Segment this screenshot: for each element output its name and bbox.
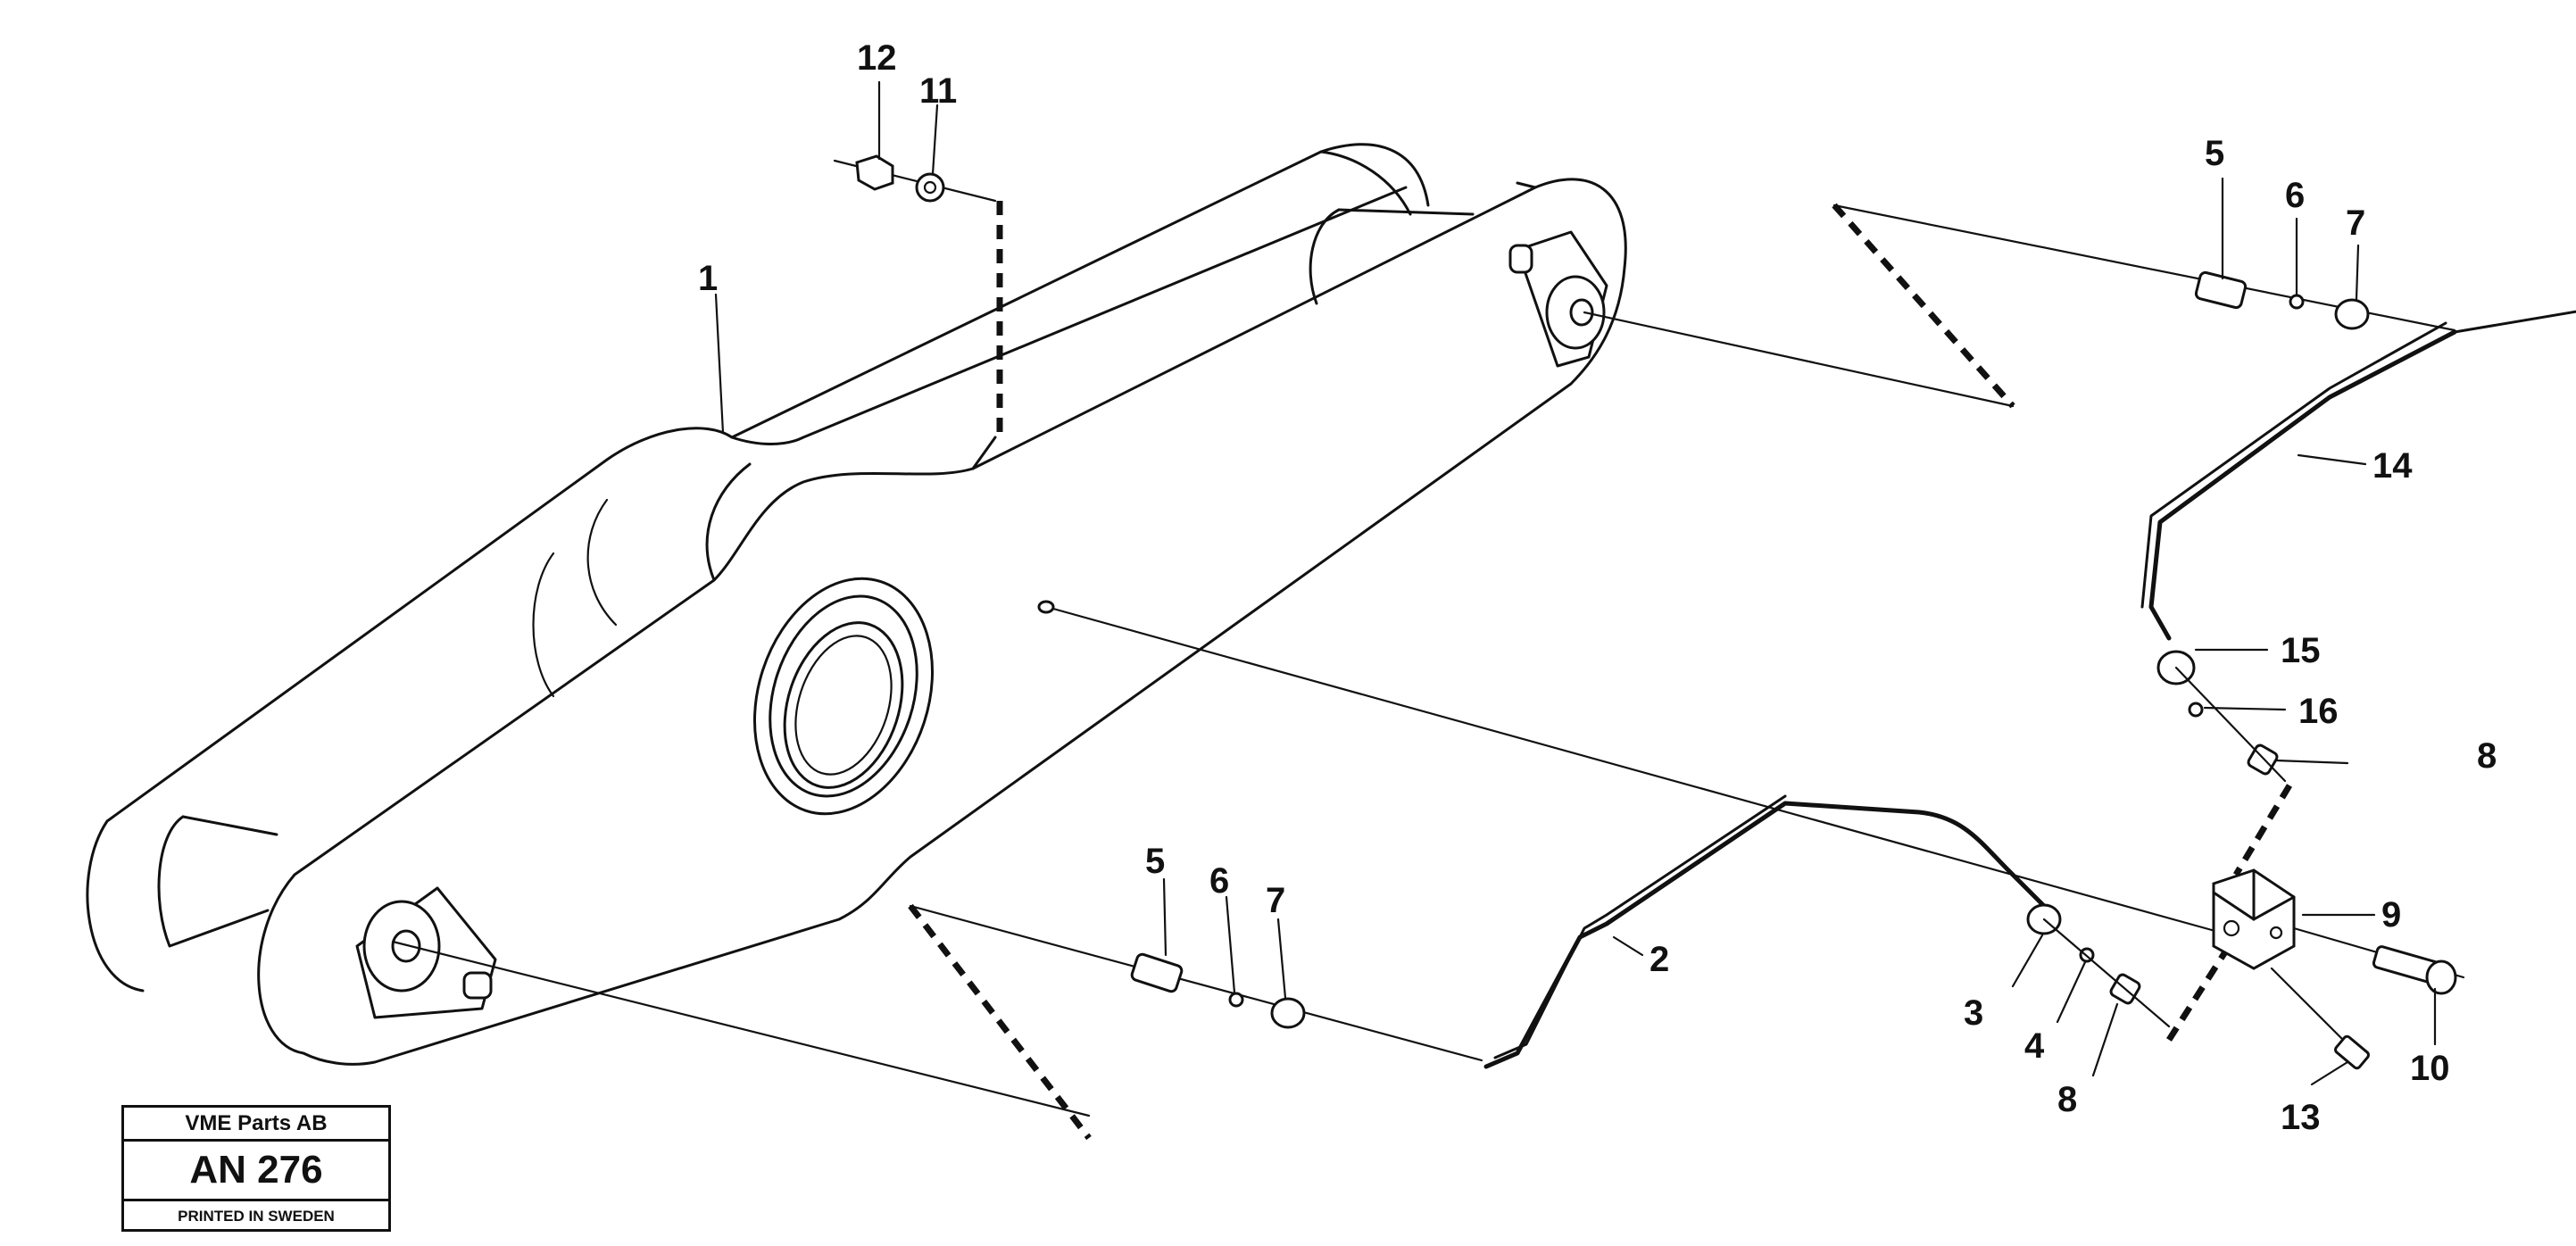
lower-pin	[157, 815, 270, 948]
lift-arm	[86, 143, 1627, 1066]
callout-8-lower: 8	[2057, 1080, 2077, 1119]
distribution-block-9	[2212, 868, 2296, 970]
lift-arm-front-plate	[257, 178, 1627, 1066]
lower-pipe-assembly	[391, 607, 2465, 1141]
washer-11	[915, 172, 945, 203]
callout-6-lower: 6	[1209, 861, 1229, 901]
callout-5-upper: 5	[2205, 134, 2224, 173]
stamp-code: AN 276	[124, 1142, 388, 1201]
callout-6-upper: 6	[2285, 176, 2305, 215]
callout-2: 2	[1649, 940, 1669, 979]
fitting-5-upper	[2194, 270, 2248, 310]
pipe-2	[1483, 801, 2047, 1069]
callout-4: 4	[2024, 1026, 2045, 1066]
leader-lines	[714, 80, 2437, 1086]
callout-9: 9	[2381, 895, 2401, 934]
callout-10: 10	[2410, 1049, 2450, 1088]
grease-hole	[1037, 600, 1055, 614]
grease-nipple-13	[2334, 1034, 2370, 1070]
stamp-printed: PRINTED IN SWEDEN	[178, 1208, 335, 1225]
callout-3: 3	[1964, 993, 1983, 1033]
adapter-8-upper	[2247, 743, 2279, 776]
callout-15: 15	[2281, 631, 2321, 670]
callout-7-lower: 7	[1266, 881, 1285, 920]
lift-arm-rear-plate	[86, 143, 1430, 993]
fitting-5-lower	[1130, 952, 1184, 993]
callout-7-upper: 7	[2346, 204, 2365, 243]
upper-pin	[1309, 208, 1341, 305]
oring-6-upper	[2289, 294, 2305, 310]
oring-6-lower	[1228, 992, 1244, 1008]
pipe-14	[2148, 329, 2457, 641]
callout-12: 12	[857, 38, 897, 78]
oring-16	[2188, 702, 2204, 718]
callout-16: 16	[2298, 692, 2339, 731]
callout-13: 13	[2281, 1098, 2321, 1137]
nut-7-lower	[1270, 997, 1306, 1029]
callout-5-lower: 5	[1145, 842, 1165, 881]
upper-pipe-assembly	[1583, 203, 2576, 876]
callout-11: 11	[919, 71, 957, 111]
nut-and-washer-group	[833, 154, 1003, 433]
callout-1: 1	[698, 259, 718, 298]
part-number-callouts: 1 12 11 2 5 6 7 3 4 8 9 10 13 5 6 7 14 1…	[698, 38, 2497, 1137]
nut-7-upper	[2334, 298, 2370, 330]
callout-8-upper: 8	[2477, 736, 2497, 776]
center-boss-outer	[752, 577, 935, 816]
callout-14: 14	[2372, 446, 2413, 486]
stamp-company: VME Parts AB	[124, 1108, 388, 1142]
nut-12	[855, 154, 894, 191]
title-stamp: VME Parts AB AN 276 PRINTED IN SWEDEN	[121, 1105, 391, 1232]
